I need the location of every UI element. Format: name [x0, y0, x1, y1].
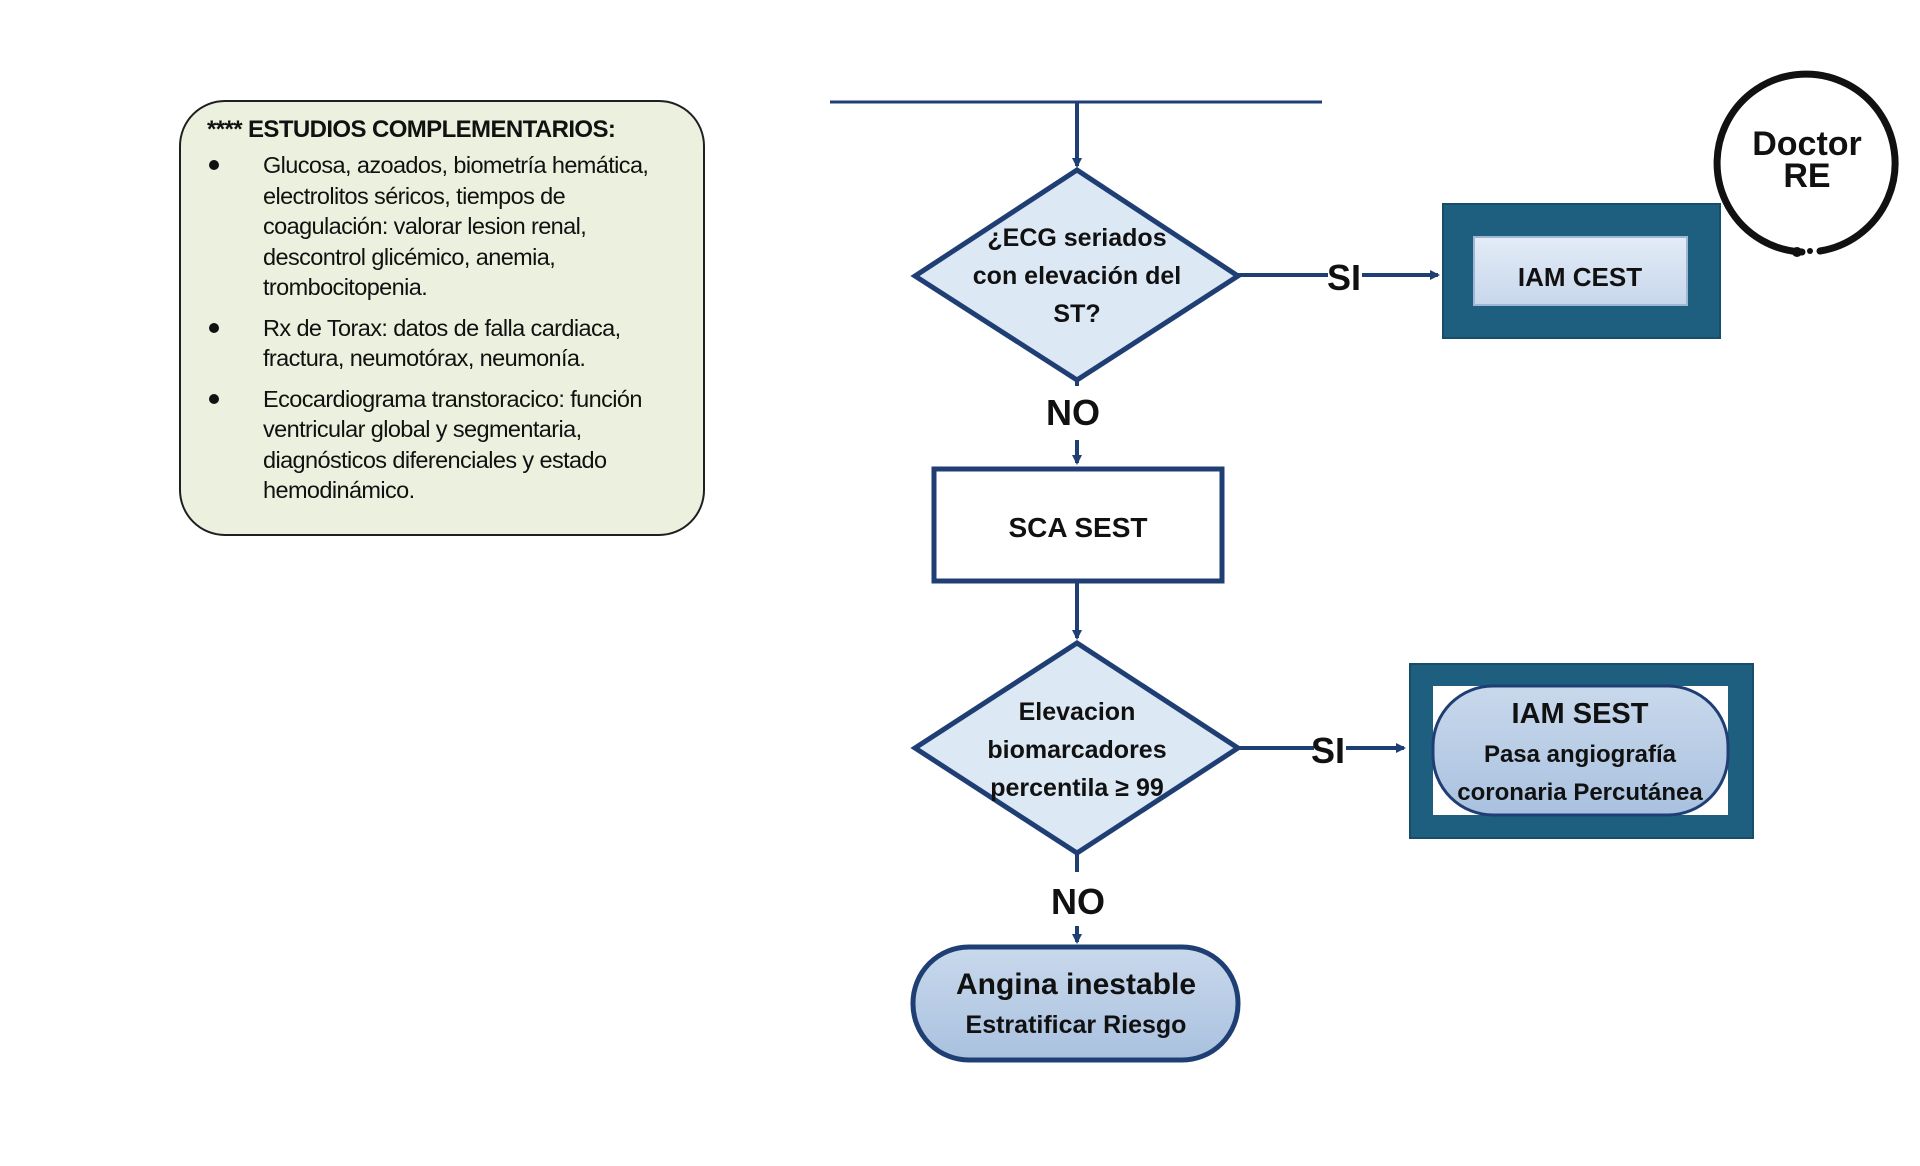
decision2-line1: Elevacion [1019, 698, 1136, 726]
decision1-line3: ST? [1053, 300, 1100, 328]
process1-label: SCA SEST [1009, 512, 1148, 543]
complementary-studies-title: **** ESTUDIOS COMPLEMENTARIOS: [207, 116, 616, 143]
result2-line1: Pasa angiografía [1484, 741, 1677, 768]
bullet-icon [209, 393, 219, 404]
logo-text: Doctor RE [1712, 125, 1902, 195]
list-item-text: Glucosa, azoados, biometría hemática, el… [263, 152, 649, 300]
bullet-icon [209, 160, 219, 170]
yes1-label: SI [1327, 257, 1361, 298]
list-item-text: Rx de Torax: datos de falla cardiaca, fr… [263, 314, 621, 372]
list-item: Glucosa, azoados, biometría hemática, el… [207, 150, 689, 303]
result1-inner-box [1473, 236, 1688, 306]
list-item-text: Ecocardiograma transtoracico: función ve… [263, 385, 642, 504]
terminal-title: Angina inestable [956, 968, 1196, 1001]
result2-inner-pill [1431, 684, 1730, 817]
terminal-subtitle: Estratificar Riesgo [966, 1011, 1187, 1039]
process1-box [931, 466, 1225, 584]
logo-ring-icon [1713, 70, 1899, 257]
result2-title: IAM SEST [1512, 698, 1649, 730]
complementary-studies-list: Glucosa, azoados, biometría hemática, el… [207, 150, 689, 506]
bullet-icon [209, 322, 219, 333]
no2-label: NO [1051, 881, 1105, 922]
terminal-pill [910, 944, 1241, 1063]
logo-line1: Doctor [1752, 125, 1862, 163]
yes2-label: SI [1311, 730, 1345, 771]
result1-label: IAM CEST [1518, 262, 1642, 292]
doctor-re-logo: Doctor RE [1712, 68, 1902, 258]
decision2-line2: biomarcadores [987, 736, 1166, 764]
no1-label: NO [1046, 392, 1100, 433]
complementary-studies-box: **** ESTUDIOS COMPLEMENTARIOS: Glucosa, … [179, 100, 705, 536]
decision1-line2: con elevación del [973, 262, 1181, 290]
list-item: Ecocardiograma transtoracico: función ve… [207, 384, 689, 506]
list-item: Rx de Torax: datos de falla cardiaca, fr… [207, 313, 689, 374]
decision1-line1: ¿ECG seriados [987, 224, 1166, 252]
decision2-line3: percentila ≥ 99 [990, 774, 1164, 802]
logo-line2: RE [1783, 157, 1831, 195]
result2-line2: coronaria Percutánea [1457, 779, 1703, 806]
